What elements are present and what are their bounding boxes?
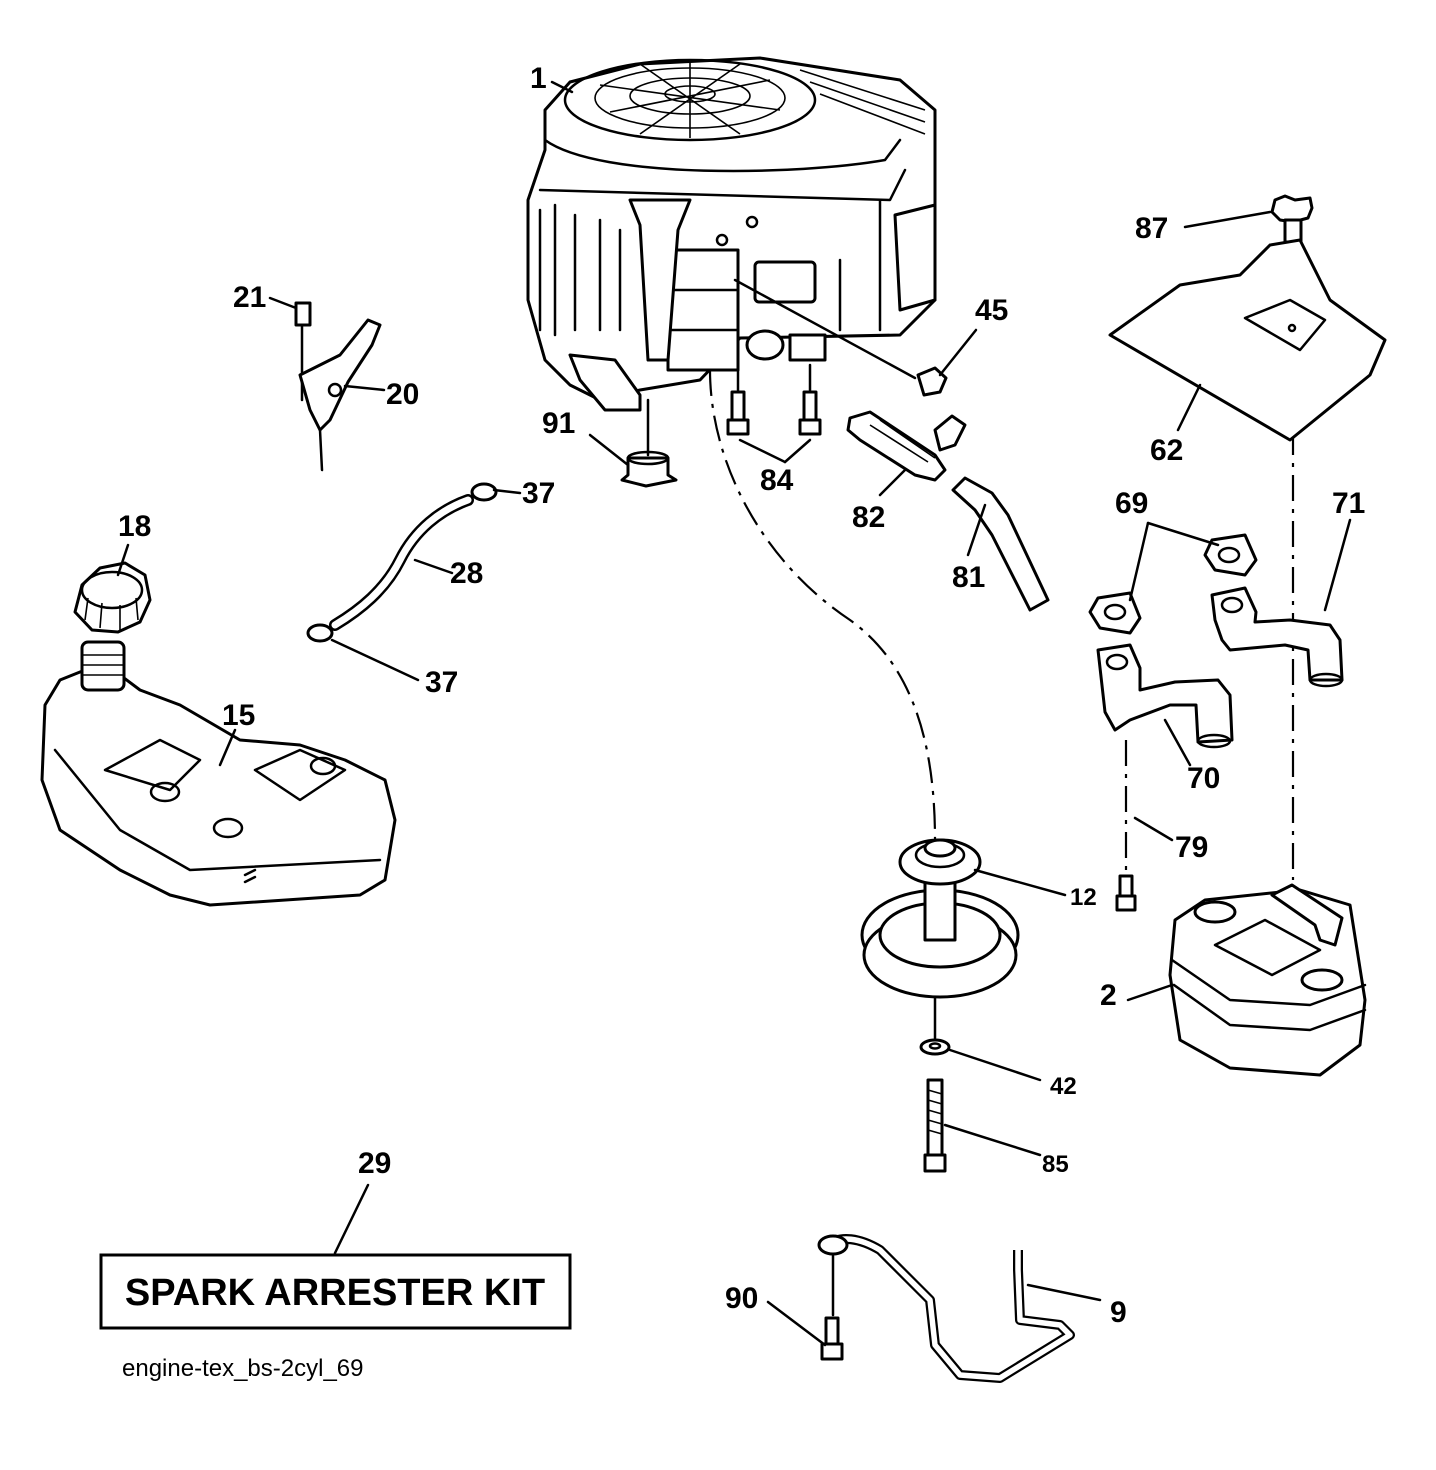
fuel-filter: [846, 366, 967, 482]
callout-90: 90: [725, 1282, 758, 1315]
callout-69: 69: [1115, 487, 1148, 520]
shaft-spacer: [620, 398, 678, 488]
exhaust-pipe-left: [1096, 643, 1234, 870]
fuel-cap: [73, 561, 152, 634]
drive-pulley: [860, 838, 1020, 999]
fuel-tank: [40, 640, 397, 907]
muffler: [1168, 883, 1367, 1077]
heat-shield: [1108, 194, 1387, 880]
callout-29: 29: [358, 1147, 391, 1180]
callout-9: 9: [1110, 1296, 1127, 1329]
spark-arrester-kit-box: [99, 1253, 572, 1330]
callout-2: 2: [1100, 979, 1117, 1012]
callout-91: 91: [542, 407, 575, 440]
callout-1: 1: [530, 62, 547, 95]
callout-42: 42: [1050, 1073, 1077, 1100]
callout-71: 71: [1332, 487, 1365, 520]
callout-37-top: 37: [522, 477, 555, 510]
throttle-bracket: [294, 301, 382, 472]
fuel-line: [306, 482, 498, 643]
exhaust-bolt: [1115, 874, 1137, 912]
engine-assembly: [526, 56, 937, 412]
callout-37-bottom: 37: [425, 666, 458, 699]
callout-79: 79: [1175, 831, 1208, 864]
callout-45: 45: [975, 294, 1008, 327]
exhaust-pipe-right: [1210, 586, 1344, 688]
callout-81: 81: [952, 561, 985, 594]
shaft-centerline: [708, 369, 937, 841]
spark-arrester-kit-label: SPARK ARRESTER KIT: [125, 1272, 545, 1314]
callout-15: 15: [222, 699, 255, 732]
callout-18: 18: [118, 510, 151, 543]
callout-leaders: [116, 80, 1352, 1347]
callout-28: 28: [450, 557, 483, 590]
callout-70: 70: [1187, 762, 1220, 795]
choke-rod: [817, 1234, 1075, 1383]
engine-mount-bolts: [726, 363, 822, 436]
callout-85: 85: [1042, 1151, 1069, 1178]
pulley-washer-bolt: [919, 996, 951, 1173]
diagram-caption: engine-tex_bs-2cyl_69: [122, 1355, 364, 1382]
callout-62: 62: [1150, 434, 1183, 467]
callout-labels: 1 2 9 12 15 18 20 21 28 29 37 37 42 45 6…: [118, 62, 1365, 1329]
filter-leader: [733, 278, 917, 380]
callout-82: 82: [852, 501, 885, 534]
callout-87: 87: [1135, 212, 1168, 245]
callout-20: 20: [386, 378, 419, 411]
callout-84: 84: [760, 464, 794, 497]
callout-12: 12: [1070, 884, 1097, 911]
callout-21: 21: [233, 281, 266, 314]
